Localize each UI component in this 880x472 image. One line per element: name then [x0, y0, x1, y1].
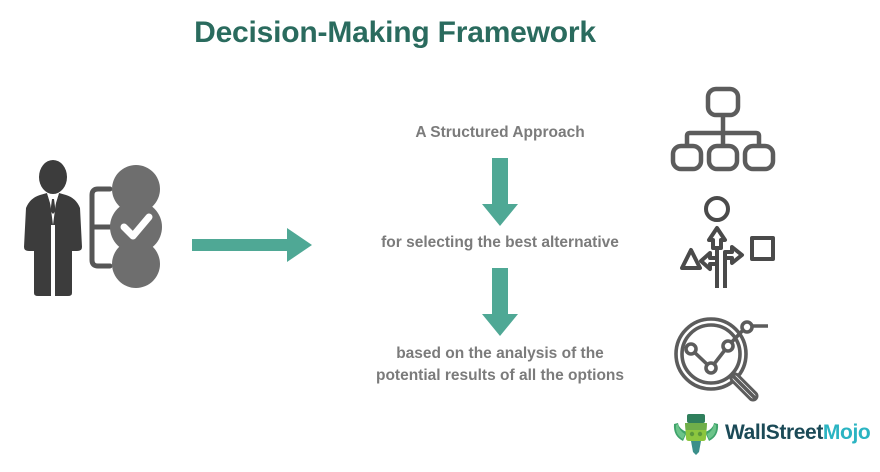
logo-text-wallstreet: WallStreet [725, 421, 823, 444]
businessman-decision-options-icon [18, 155, 173, 300]
logo-text-mojo: Mojo [822, 421, 871, 444]
down-arrow-icon-2 [478, 266, 522, 338]
logo-wordmark: WallStreetMojo [725, 421, 871, 445]
step-3-text: based on the analysis of the potential r… [320, 343, 680, 387]
org-chart-hierarchy-icon [668, 84, 778, 174]
branching-arrows-options-icon [668, 196, 778, 290]
step-2-text: for selecting the best alternative [381, 234, 619, 251]
right-arrow-icon [190, 222, 315, 268]
wallstreetmojo-logo[interactable]: WallStreetMojo [672, 408, 872, 458]
step-3-line-1: based on the analysis of the [396, 345, 604, 362]
magnifier-line-chart-icon [668, 316, 778, 404]
down-arrow-icon-1 [478, 156, 522, 228]
step-1-text: A Structured Approach [415, 124, 585, 141]
wallstreetmojo-bull-icon [672, 410, 720, 456]
page-title: Decision-Making Framework [194, 16, 596, 49]
step-3-line-2: potential results of all the options [375, 367, 624, 384]
